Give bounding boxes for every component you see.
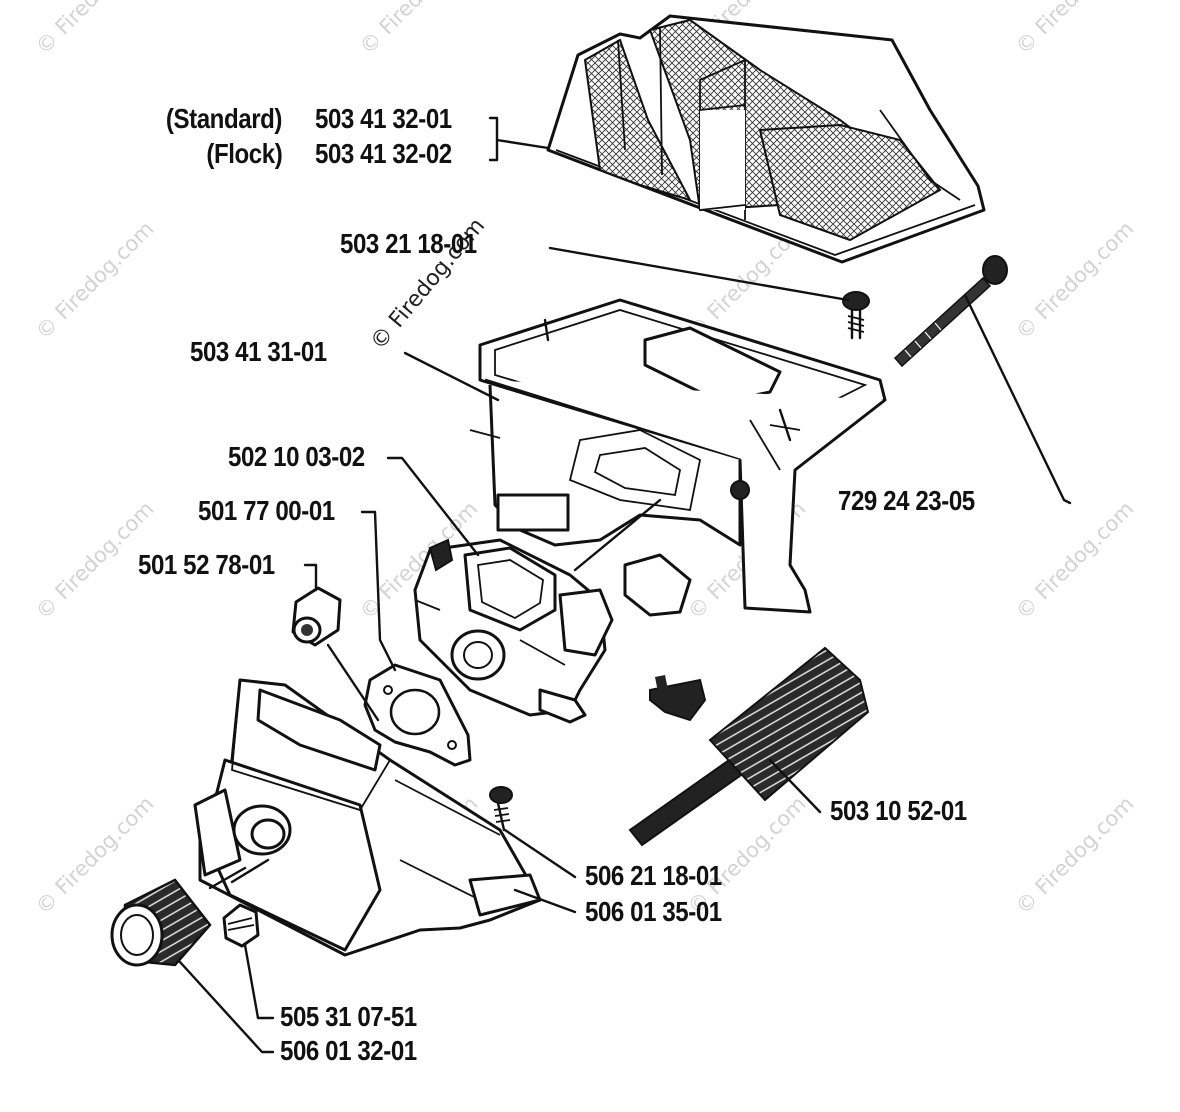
variant-label-standard: (Standard) (165, 103, 283, 134)
carburetor (413, 538, 614, 724)
intake-box (193, 678, 542, 957)
plug (222, 903, 260, 948)
part-number-506-21-18-01: 506 21 18-01 (585, 860, 722, 891)
gasket (363, 663, 472, 767)
rubber-sleeve (110, 878, 212, 967)
part-number-503-10-52-01: 503 10 52-01 (830, 795, 967, 826)
variant-label-flock: (Flock) (206, 138, 282, 169)
part-number-506-01-32-01: 506 01 32-01 (280, 1035, 417, 1066)
leader-lines (178, 116, 1072, 1054)
part-number-503-41-32-01: 503 41 32-01 (315, 103, 452, 134)
part-number-501-77-00-01: 501 77 00-01 (198, 495, 335, 526)
carburetor-cover (469, 298, 887, 617)
intake-screw (489, 786, 513, 832)
part-number-503-41-32-02: 503 41 32-02 (315, 138, 452, 169)
filter-screw (842, 291, 870, 340)
air-filter (546, 14, 986, 264)
part-number-729-24-23-05: 729 24 23-05 (838, 485, 975, 516)
part-number-503-21-18-01: 503 21 18-01 (340, 228, 477, 259)
nut (291, 586, 342, 647)
part-number-506-01-35-01: 506 01 35-01 (585, 896, 722, 927)
part-number-502-10-03-02: 502 10 03-02 (228, 441, 365, 472)
throttle-rod (628, 646, 870, 847)
part-number-501-52-78-01: 501 52 78-01 (138, 549, 275, 580)
part-number-505-31-07-51: 505 31 07-51 (280, 1001, 417, 1032)
part-number-503-41-31-01: 503 41 31-01 (190, 336, 327, 367)
